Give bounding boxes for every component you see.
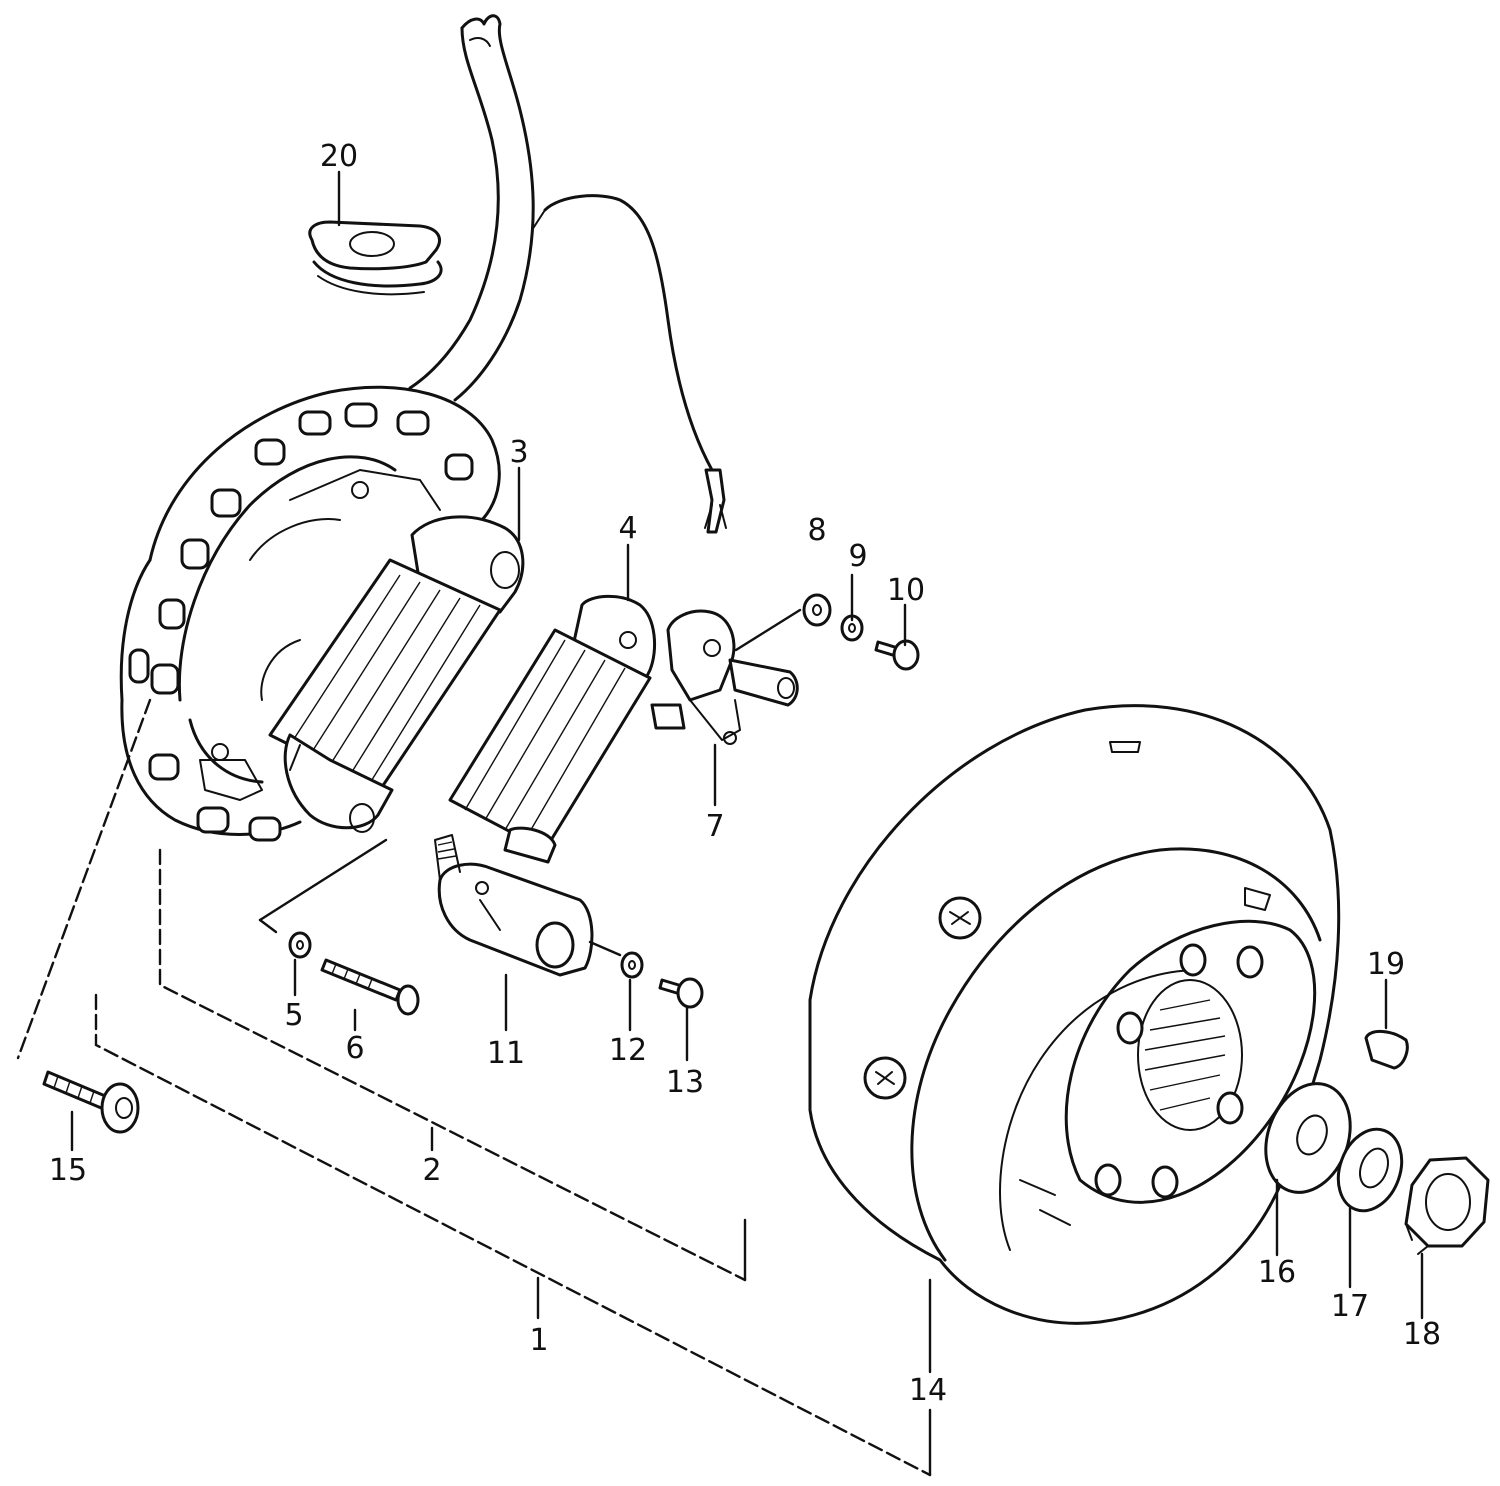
callout-12: 12: [609, 1033, 647, 1068]
callout-8: 8: [807, 513, 826, 548]
ground-wire: [531, 194, 727, 534]
callout-labels: 1 2 3 4 5 6 7 8 9 10 11 12 13 14 15 16 1…: [49, 139, 1441, 1408]
charging-coil: [268, 515, 525, 833]
lighting-coil: [434, 834, 594, 977]
plate-slots: [128, 402, 474, 842]
callout-9: 9: [848, 539, 867, 574]
bolt-15: [42, 1070, 140, 1134]
lock-washer-5: [288, 931, 312, 959]
callout-18: 18: [1403, 1317, 1441, 1352]
contact-breaker: [650, 609, 799, 745]
callout-10: 10: [887, 573, 925, 608]
callout-7: 7: [705, 809, 724, 844]
callout-14: 14: [909, 1373, 947, 1408]
callout-1: 1: [529, 1323, 548, 1358]
wire-harness: [408, 14, 535, 402]
screw-13: [658, 977, 704, 1009]
callout-16: 16: [1258, 1255, 1296, 1290]
screw-10: [874, 639, 920, 671]
leader-lines: [16, 170, 1424, 1477]
nut-18: [1404, 1156, 1490, 1255]
stator-base-plate: [119, 385, 501, 842]
woodruff-key: [1364, 1030, 1409, 1070]
lock-washer-17: [1336, 1127, 1404, 1213]
callout-17: 17: [1331, 1289, 1369, 1324]
grommet: [308, 220, 443, 296]
ignition-coil: [448, 594, 657, 864]
callout-20: 20: [320, 139, 358, 174]
long-screw-6: [320, 958, 420, 1016]
callout-6: 6: [345, 1031, 364, 1066]
callout-3: 3: [509, 435, 528, 470]
callout-13: 13: [666, 1065, 704, 1100]
washer-12: [620, 951, 644, 979]
washer-8: [802, 593, 832, 627]
callout-2: 2: [422, 1153, 441, 1188]
callout-15: 15: [49, 1153, 87, 1188]
callout-4: 4: [618, 511, 637, 546]
rotor-flywheel: [808, 704, 1341, 1325]
callout-5: 5: [284, 998, 303, 1033]
callout-11: 11: [487, 1036, 525, 1071]
callout-19: 19: [1367, 947, 1405, 982]
